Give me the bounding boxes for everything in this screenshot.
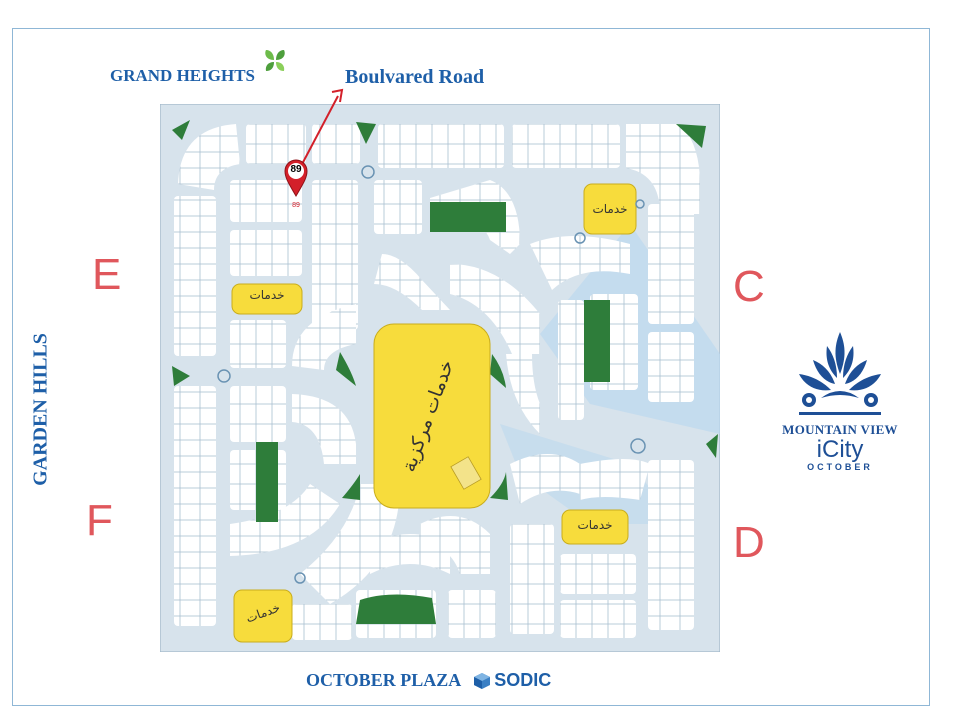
services-label: خدمات (592, 202, 628, 216)
plot-block (450, 264, 540, 354)
green-park (172, 366, 190, 386)
services-lot (561, 509, 629, 545)
green-park (336, 352, 356, 386)
plot-89-sub: 89 (292, 202, 300, 209)
services-lot (583, 183, 637, 235)
green-park (584, 300, 610, 382)
services-label: خدمات (577, 518, 613, 532)
map-pin-icon (284, 159, 308, 197)
roundabout-icon (361, 165, 375, 179)
garden-hills-label: GARDEN HILLS (29, 333, 52, 486)
plot-block (374, 254, 450, 310)
plot-89-number: 89 (290, 164, 302, 175)
services-lot (233, 589, 293, 643)
green-park (256, 442, 278, 522)
green-park (676, 124, 706, 148)
plot-block (246, 124, 306, 164)
plot-block (230, 180, 302, 222)
plot-block (420, 516, 490, 574)
sector-f-label: F (86, 496, 113, 545)
services-annex (450, 456, 482, 490)
plot-block (300, 484, 400, 604)
plot-block (648, 332, 694, 402)
green-park (430, 202, 506, 232)
grand-heights-label: GRAND HEIGHTS (110, 66, 255, 85)
green-park (490, 354, 506, 388)
plot-block (580, 459, 650, 500)
plot-block (560, 600, 636, 638)
plot-block (512, 124, 620, 168)
plot-block (292, 604, 352, 640)
map-frame (12, 28, 930, 706)
sector-d-label: D (733, 518, 765, 567)
boulevard-road-label: Boulvared Road (345, 66, 485, 88)
plot-block (174, 196, 216, 356)
plot-block (378, 124, 504, 168)
plot-block (230, 386, 286, 442)
plot-block (230, 484, 340, 556)
plot-block (230, 230, 302, 276)
plot-block (510, 524, 554, 634)
roundabout-icon (294, 572, 306, 584)
plot-89-marker[interactable]: 89 89 (283, 158, 309, 209)
plot-block (312, 124, 360, 164)
green-park (172, 120, 190, 140)
footer: OCTOBER PLAZA SODIC (306, 670, 551, 691)
boulevard-arrow (299, 88, 344, 169)
plot-block (312, 180, 358, 330)
plot-block (448, 590, 496, 638)
sodic-label: SODIC (494, 670, 552, 690)
october-plaza-label: OCTOBER PLAZA (306, 670, 462, 690)
sodic-logo: SODIC (473, 670, 551, 691)
plot-block (648, 204, 694, 324)
plot-block (174, 386, 216, 626)
plot-block (292, 394, 356, 464)
green-park (342, 474, 360, 500)
mountain-view-icity-logo: MOUNTAIN VIEW iCity OCTOBER (765, 330, 915, 490)
plot-block (506, 354, 540, 434)
plot-block (374, 180, 422, 234)
roundabout-icon (217, 369, 231, 383)
plot-block (530, 236, 630, 290)
plot-block (230, 320, 286, 368)
logo-line-2: iCity (816, 436, 864, 463)
roundabout-icon (635, 199, 645, 209)
services-lot (231, 283, 303, 315)
sector-c-label: C (733, 262, 765, 311)
plot-block (560, 554, 636, 594)
logo-line-3: OCTOBER (807, 462, 873, 472)
plot-block (626, 124, 700, 214)
plot-block (558, 300, 584, 420)
sector-e-label: E (92, 250, 122, 299)
site-map (159, 103, 721, 653)
green-park (356, 122, 376, 144)
leaf-logo-icon (262, 48, 288, 78)
plot-block (178, 124, 240, 190)
mountain-view-emblem-icon (799, 332, 881, 415)
plot-block (292, 304, 356, 370)
plot-block (510, 454, 580, 504)
logo-line-1: MOUNTAIN VIEW (782, 422, 898, 437)
green-park (706, 434, 718, 458)
plot-block (648, 460, 694, 630)
green-park (356, 594, 436, 624)
roundabout-icon (630, 438, 646, 454)
green-park (490, 472, 508, 500)
sodic-cube-icon (474, 672, 491, 689)
roundabout-icon (574, 232, 586, 244)
services-label: خدمات (249, 288, 285, 302)
